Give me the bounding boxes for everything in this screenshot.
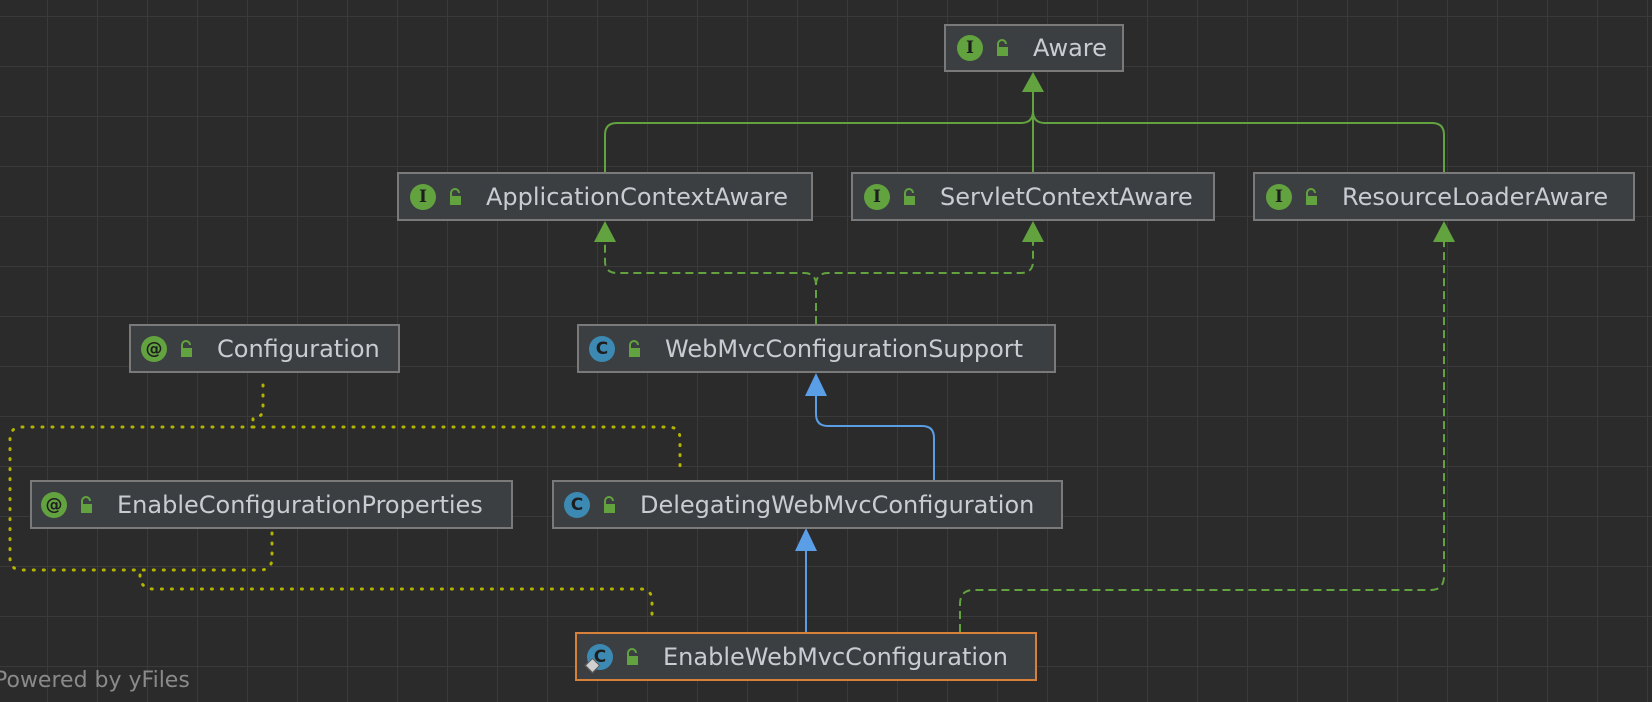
lock-open-icon	[450, 187, 461, 205]
node-resourceloaderaware[interactable]: I ResourceLoaderAware	[1253, 172, 1635, 221]
interface-badge-icon: I	[1266, 183, 1292, 210]
node-servletcontextaware[interactable]: I ServletContextAware	[851, 172, 1215, 221]
node-enablewebmvcconfiguration[interactable]: C EnableWebMvcConfiguration	[575, 632, 1037, 681]
node-webmvcconfigurationsupport[interactable]: C WebMvcConfigurationSupport	[577, 324, 1056, 373]
node-delegatingwebmvcconfiguration[interactable]: C DelegatingWebMvcConfiguration	[552, 480, 1063, 529]
annotation-badge-icon: @	[41, 491, 67, 518]
class-badge-icon: C	[589, 335, 615, 362]
lock-open-icon	[629, 339, 640, 357]
lock-open-icon	[1306, 187, 1317, 205]
edge-annotations	[8, 383, 682, 622]
edge-support-implements	[604, 240, 1034, 324]
lock-open-icon	[181, 339, 192, 357]
lock-open-icon	[904, 187, 915, 205]
node-label: ServletContextAware	[940, 182, 1193, 211]
footer-credit: Powered by yFiles	[0, 668, 190, 693]
node-label: WebMvcConfigurationSupport	[665, 334, 1024, 363]
node-configuration[interactable]: @ Configuration	[129, 324, 400, 373]
interface-badge-icon: I	[957, 35, 983, 61]
edge-support-arrowheads	[594, 221, 1455, 242]
edge-enablewebmvc-to-resourceloader	[959, 240, 1445, 632]
interface-badge-icon: I	[410, 183, 436, 210]
node-label: ApplicationContextAware	[486, 182, 789, 211]
edge-class-extends	[805, 394, 935, 632]
node-applicationcontextaware[interactable]: I ApplicationContextAware	[397, 172, 813, 221]
lock-open-icon	[627, 647, 638, 665]
node-label: Aware	[1033, 34, 1107, 62]
lock-open-icon	[604, 495, 615, 513]
node-label: ResourceLoaderAware	[1342, 182, 1609, 211]
annotation-badge-icon: @	[141, 335, 167, 362]
node-label: EnableConfigurationProperties	[117, 490, 483, 519]
lock-open-icon	[997, 39, 1008, 56]
node-label: Configuration	[217, 334, 380, 363]
node-label: DelegatingWebMvcConfiguration	[640, 490, 1035, 519]
node-label: EnableWebMvcConfiguration	[663, 642, 1008, 671]
class-badge-icon: C	[564, 491, 590, 518]
edge-class-extends-arrowheads	[795, 373, 827, 551]
interface-badge-icon: I	[864, 183, 890, 210]
edge-interfaces-to-aware	[604, 72, 1445, 172]
lock-open-icon	[81, 495, 92, 513]
node-aware[interactable]: I Aware	[944, 24, 1124, 72]
node-enableconfigurationproperties[interactable]: @ EnableConfigurationProperties	[30, 480, 513, 529]
